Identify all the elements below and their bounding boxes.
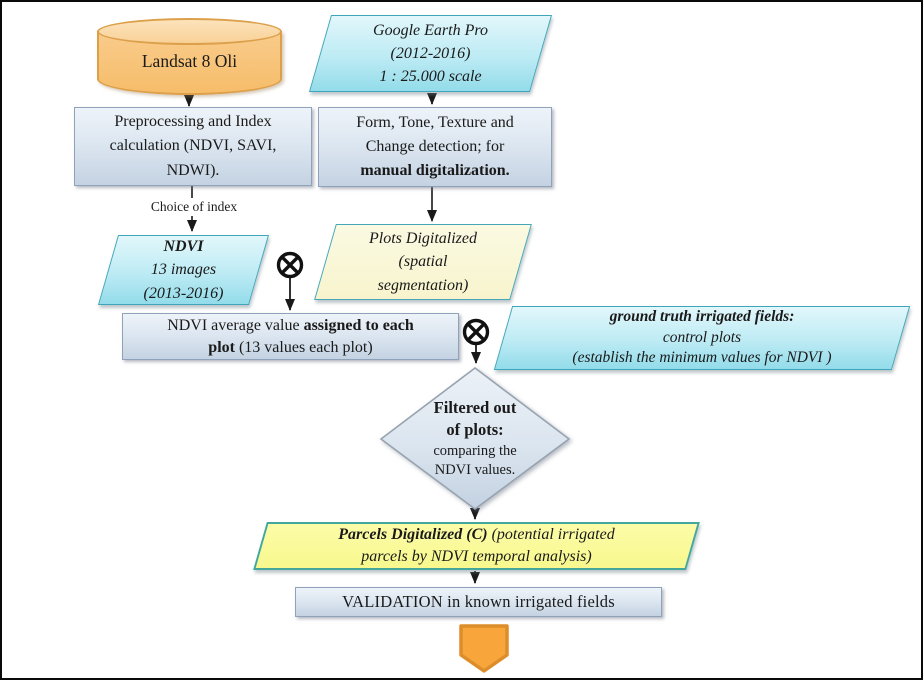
ground-truth-line3: (establish the minimum values for NDVI ) — [572, 349, 832, 367]
parcels-line1-rest: (potential irrigated — [487, 526, 615, 544]
filtered-line4: NDVI values. — [434, 462, 516, 479]
plots-line2: (spatial — [398, 253, 448, 271]
plots-line3: segmentation) — [377, 276, 469, 294]
google-earth-line1: Google Earth Pro — [373, 21, 488, 39]
filtered-line3: comparing the — [433, 442, 517, 459]
ndvi-title: NDVI — [163, 238, 204, 256]
cylinder-top-ellipse — [97, 18, 282, 45]
choice-of-index-label: Choice of index — [130, 198, 258, 216]
form-tone-box: Form, Tone, Texture and Change detection… — [318, 107, 552, 187]
circle-x-merge-icon — [462, 318, 490, 346]
filtered-bold1: Filtered out — [433, 398, 517, 418]
ndvi-average-box: NDVI average value assigned to each plot… — [122, 313, 459, 360]
form-tone-line3: manual digitalization. — [360, 162, 510, 180]
parcels-bold: Parcels Digitalized (C) — [338, 526, 488, 544]
landsat-cylinder: Landsat 8 Oli — [97, 18, 282, 95]
ndvi-average-line2: plot (13 values each plot) — [208, 337, 372, 359]
landsat-label: Landsat 8 Oli — [141, 51, 238, 71]
preprocessing-line2: calculation (NDVI, SAVI, — [109, 137, 277, 155]
form-tone-line2: Change detection; for — [365, 137, 505, 155]
preprocessing-line1: Preprocessing and Index — [114, 113, 272, 131]
google-earth-parallelogram: Google Earth Pro (2012-2016) 1 : 25.000 … — [308, 15, 553, 92]
ndvi-line3: (2013-2016) — [143, 284, 224, 302]
ndvi-average-l2-bold: plot — [208, 338, 235, 356]
parcels-line2: parcels by NDVI temporal analysis) — [361, 548, 592, 565]
plots-line1: Plots Digitalized — [369, 230, 477, 248]
filtered-out-text: Filtered out of plots: comparing the NDV… — [395, 387, 555, 491]
down-pentagon-icon — [459, 624, 509, 673]
ground-truth-line2: control plots — [662, 328, 742, 346]
ndvi-average-l1-bold: assigned to each — [303, 316, 414, 334]
validation-label: VALIDATION in known irrigated fields — [342, 592, 615, 612]
plots-digitalized-parallelogram: Plots Digitalized (spatial segmentation) — [314, 224, 532, 300]
ndvi-average-line1: NDVI average value assigned to each — [167, 315, 414, 337]
validation-box: VALIDATION in known irrigated fields — [295, 587, 662, 617]
parcels-line1: Parcels Digitalized (C) (potential irrig… — [338, 524, 614, 546]
filtered-bold2: of plots: — [446, 420, 504, 440]
google-earth-line2: (2012-2016) — [390, 44, 471, 62]
parcels-digitalized-parallelogram: Parcels Digitalized (C) (potential irrig… — [249, 522, 704, 570]
ndvi-average-l1-regular: NDVI average value — [167, 316, 304, 334]
circle-x-merge-icon — [276, 251, 304, 279]
preprocessing-box: Preprocessing and Index calculation (NDV… — [74, 107, 312, 186]
ndvi-average-l2-regular: (13 values each plot) — [234, 338, 373, 356]
ndvi-images-parallelogram: NDVI 13 images (2013-2016) — [97, 235, 270, 305]
google-earth-line3: 1 : 25.000 scale — [379, 68, 482, 86]
ground-truth-parallelogram: ground truth irrigated fields: control p… — [492, 306, 912, 370]
preprocessing-line3: NDWI). — [166, 161, 220, 179]
ground-truth-line1: ground truth irrigated fields: — [609, 308, 795, 326]
ndvi-line2: 13 images — [150, 261, 217, 279]
form-tone-line1: Form, Tone, Texture and — [356, 113, 514, 131]
